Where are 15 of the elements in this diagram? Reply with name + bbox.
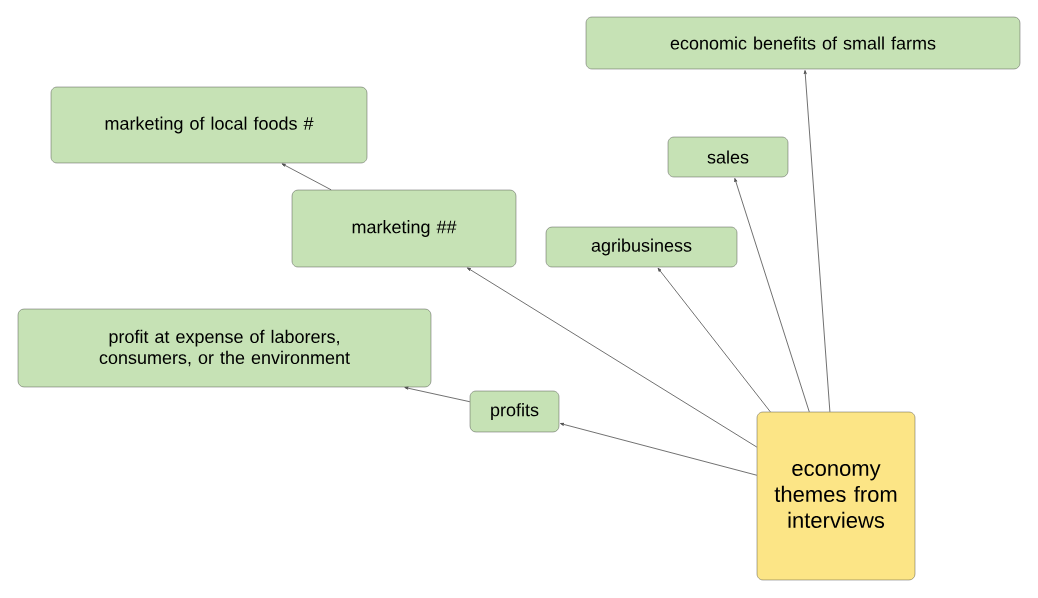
topic-box: sales [667,136,789,178]
topic-box: economic benefits of small farms [585,16,1021,70]
arrow [734,178,810,413]
arrow [466,267,758,448]
arrow [803,70,831,413]
topic-box: profits [469,390,560,433]
topic-box: marketing ## [291,189,517,268]
topic-box: agribusiness [545,226,738,268]
arrow [281,163,332,191]
topic-box: profit at expense of laborers, consumers, or the environment [17,308,432,388]
topic-box: economy themes from interviews [756,411,916,581]
arrow [404,386,471,403]
topic-box: marketing of local foods # [50,86,368,164]
arrow [657,267,771,413]
arrow [560,422,758,476]
